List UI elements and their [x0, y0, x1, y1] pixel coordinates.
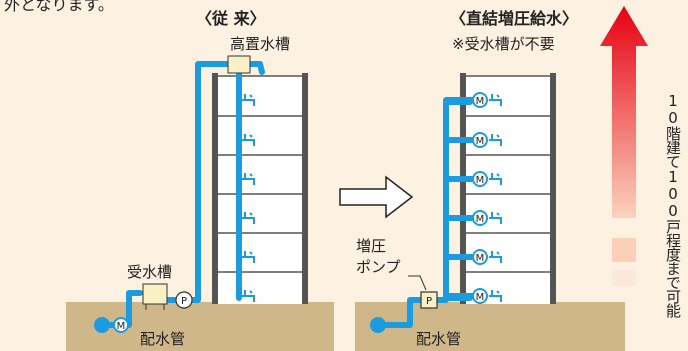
svg-text:M: M [476, 96, 485, 107]
faucet-icon [242, 173, 255, 185]
faucet-icon [489, 251, 502, 263]
right-building [460, 73, 556, 304]
receiving-tank-label: 受水槽 [127, 263, 172, 281]
left-floor-lines [218, 75, 302, 273]
right-panel-subtitle: ※受水槽が不要 [452, 35, 555, 53]
left-main-pipe-label: 配水管 [140, 330, 185, 348]
svg-text:P: P [181, 296, 187, 307]
faucet-icon [489, 173, 502, 185]
meter-icon: M [472, 92, 488, 108]
left-panel-title: 〈従 来〉 [196, 9, 266, 28]
left-panel: 〈従 来〉 M 受水槽 [66, 9, 334, 351]
right-faucets: M M M M M M [472, 92, 502, 304]
booster-pump-pointer [408, 275, 427, 291]
faucet-icon [489, 212, 502, 224]
svg-text:M: M [476, 253, 485, 264]
svg-text:M: M [476, 136, 485, 147]
faucet-icon [242, 212, 255, 224]
faucet-icon [489, 94, 502, 106]
capacity-note: 10階建て100戸程度まで可能 [664, 92, 682, 317]
left-building [212, 73, 308, 304]
capacity-arrow-icon [600, 6, 648, 286]
svg-text:P: P [426, 296, 432, 307]
faucet-icon [489, 134, 502, 146]
meter-icon: M [472, 249, 488, 265]
faucet-icon [489, 290, 502, 302]
right-pipes [375, 97, 475, 328]
elevated-tank-label: 高置水槽 [230, 35, 290, 53]
right-panel-title: 〈直結増圧給水〉 [450, 9, 578, 28]
right-pipe-inlet [370, 317, 386, 333]
meter-icon: M [472, 171, 488, 187]
booster-pump-label-line1: 増圧 [356, 237, 386, 255]
booster-pump-icon: P [420, 291, 438, 309]
right-main-pipe-label: 配水管 [416, 330, 461, 348]
meter-icon: M [472, 132, 488, 148]
right-panel: 〈直結増圧給水〉 ※受水槽が不要 P 増圧 ポンプ M M M M M M 配水管 [355, 9, 625, 351]
faucet-icon [242, 94, 255, 106]
intro-text: 外となります。 [4, 0, 114, 14]
left-pipe-inlet [94, 317, 110, 333]
left-pump-icon: P [175, 291, 193, 309]
left-faucets [242, 94, 255, 302]
transition-arrow-icon [339, 175, 414, 219]
faucet-icon [242, 290, 255, 302]
svg-text:M: M [476, 214, 485, 225]
elevated-tank [227, 55, 251, 74]
right-floor-lines [466, 75, 550, 273]
meter-icon: M [472, 210, 488, 226]
left-meter-icon: M [113, 317, 129, 333]
faucet-icon [242, 134, 255, 146]
svg-text:M: M [476, 175, 485, 186]
booster-pump-label-line2: ポンプ [356, 258, 401, 276]
faucet-icon [242, 251, 255, 263]
meter-icon: M [472, 288, 488, 304]
svg-text:M: M [117, 321, 126, 332]
receiving-tank [142, 283, 168, 310]
svg-text:M: M [476, 292, 485, 303]
left-pipes [97, 61, 265, 328]
